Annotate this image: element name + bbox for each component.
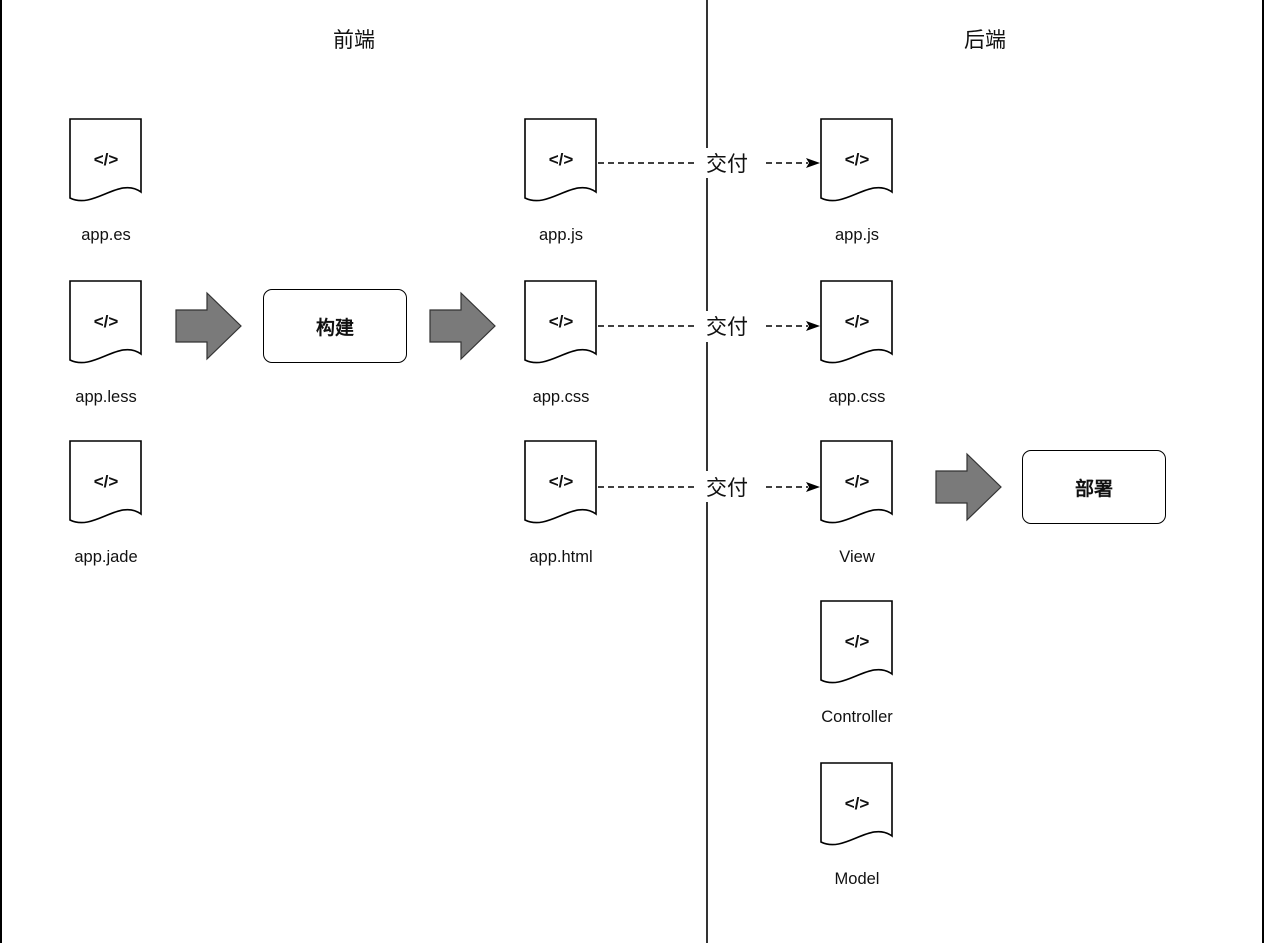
code-icon: </>: [93, 312, 119, 331]
deliver-label: 交付: [704, 148, 750, 178]
code-icon: </>: [844, 794, 870, 813]
code-icon: </>: [844, 312, 870, 331]
doc-backend-controller: </> Controller: [820, 600, 894, 726]
doc-label: app.less: [75, 388, 137, 406]
doc-app-css-built: </> app.css: [524, 280, 598, 406]
deliver-connector-html: [598, 482, 820, 492]
deploy-arrow: [935, 452, 1002, 522]
doc-app-less: </> app.less: [69, 280, 143, 406]
doc-label: app.js: [834, 226, 880, 244]
doc-label: View: [839, 548, 875, 566]
build-output-arrow: [429, 291, 496, 361]
code-icon: </>: [844, 472, 870, 491]
build-step-box: 构建: [263, 289, 407, 363]
code-icon: </>: [93, 472, 119, 491]
code-icon: </>: [93, 150, 119, 169]
doc-app-jade: </> app.jade: [69, 440, 143, 566]
deliver-connector-css: [598, 321, 820, 331]
deploy-step-box: 部署: [1022, 450, 1166, 524]
doc-label: app.jade: [74, 548, 138, 566]
code-icon: </>: [548, 312, 574, 331]
code-icon: </>: [844, 632, 870, 651]
doc-label: app.css: [828, 388, 886, 406]
code-icon: </>: [548, 472, 574, 491]
deliver-label: 交付: [704, 311, 750, 341]
doc-backend-model: </> Model: [820, 762, 894, 888]
deliver-label: 交付: [704, 472, 750, 502]
deliver-connector-js: [598, 158, 820, 168]
lane-title-backend: 后端: [964, 28, 1006, 52]
doc-backend-app-css: </> app.css: [820, 280, 894, 406]
doc-app-js-built: </> app.js: [524, 118, 598, 244]
doc-app-html-built: </> app.html: [524, 440, 598, 566]
doc-backend-app-js: </> app.js: [820, 118, 894, 244]
doc-label: app.es: [81, 226, 131, 244]
lane-title-frontend: 前端: [333, 28, 375, 52]
code-icon: </>: [548, 150, 574, 169]
doc-app-es: </> app.es: [69, 118, 143, 244]
doc-label: app.html: [529, 548, 593, 566]
doc-label: app.js: [538, 226, 584, 244]
doc-label: Controller: [821, 708, 893, 726]
doc-label: app.css: [532, 388, 590, 406]
doc-label: Model: [834, 870, 880, 888]
code-icon: </>: [844, 150, 870, 169]
build-input-arrow: [175, 291, 242, 361]
doc-backend-view: </> View: [820, 440, 894, 566]
